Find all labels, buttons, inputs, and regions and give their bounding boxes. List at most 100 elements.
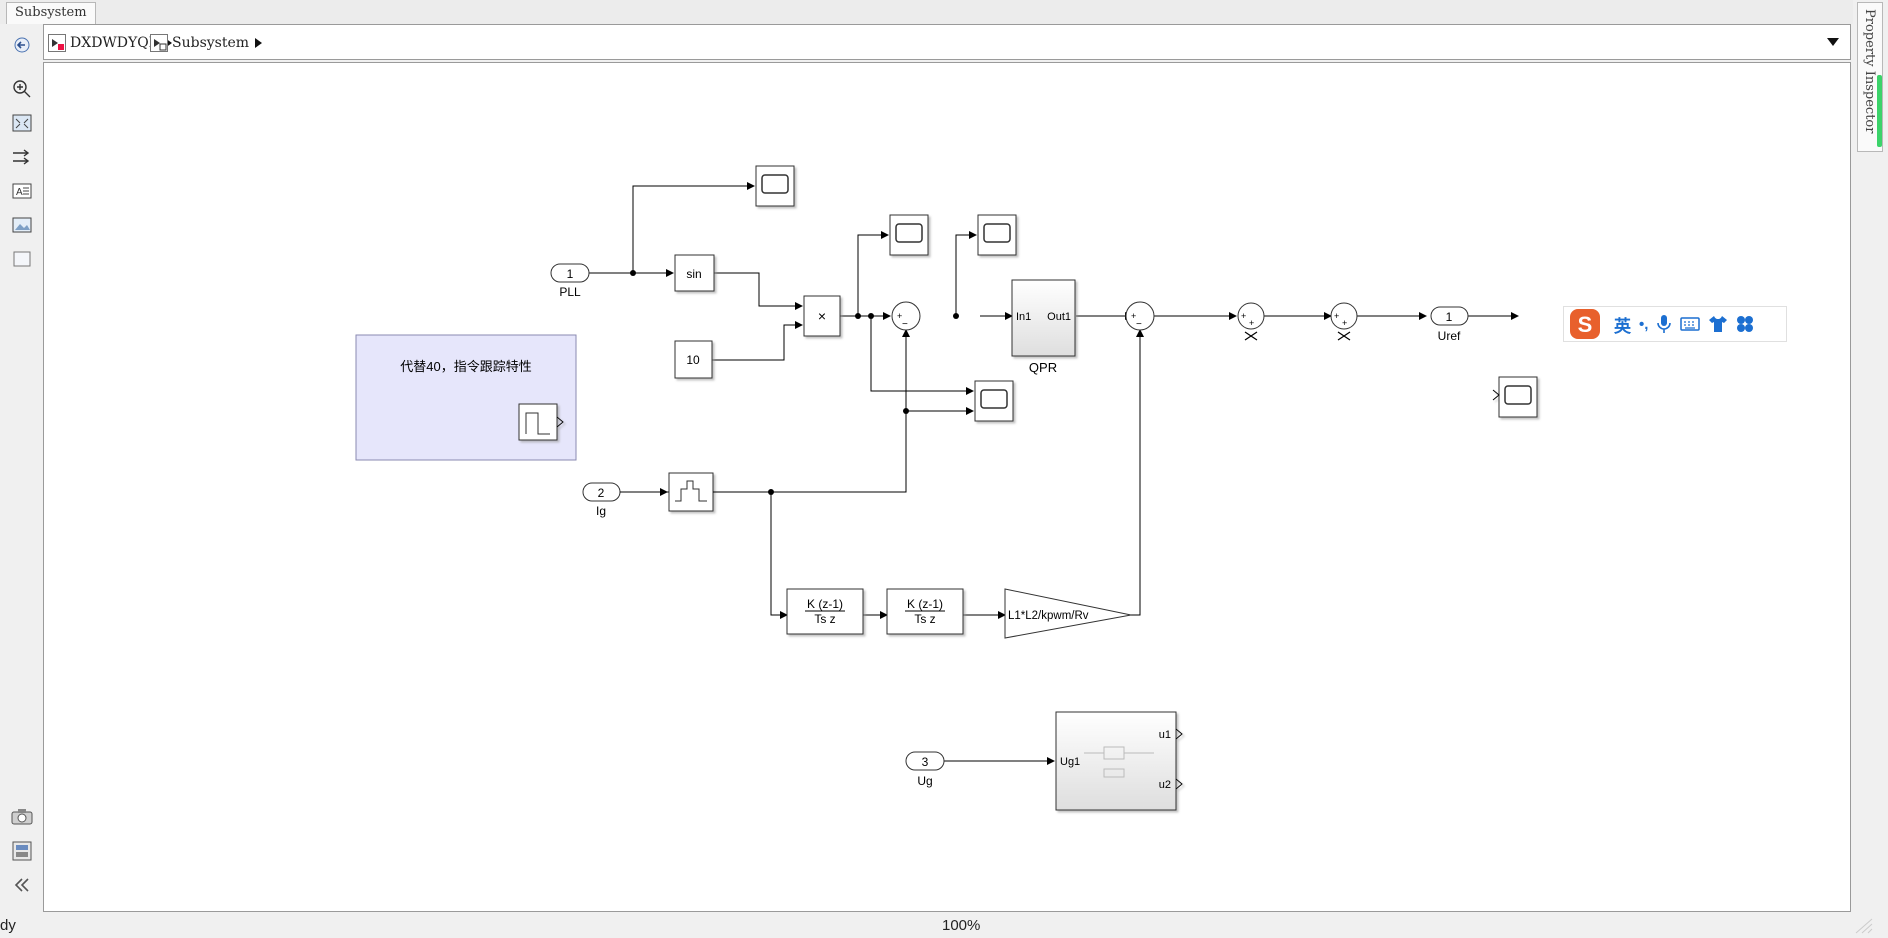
scope-block-2[interactable] xyxy=(889,214,929,256)
constant-value: 10 xyxy=(686,353,700,367)
zero-order-hold-block[interactable] xyxy=(668,472,714,512)
breadcrumb-label: DXDWDYQK xyxy=(70,35,160,51)
zoom-in-icon[interactable] xyxy=(9,76,35,102)
route-lines-icon[interactable] xyxy=(9,144,35,170)
annotation-icon[interactable]: A xyxy=(9,178,35,204)
inport-number: 1 xyxy=(567,267,574,281)
ime-punct[interactable]: •, xyxy=(1639,315,1649,333)
model-icon xyxy=(48,34,66,52)
inport-label: PLL xyxy=(559,285,581,299)
inport-ug[interactable]: 3 Ug xyxy=(905,751,945,788)
gain-block[interactable]: L1*L2/kpwm/Rv xyxy=(1004,588,1132,639)
gain-value: L1*L2/kpwm/Rv xyxy=(1008,610,1089,622)
product-symbol: × xyxy=(818,308,826,324)
sogou-logo-icon: S xyxy=(1570,309,1600,339)
tf-denominator: Ts z xyxy=(914,612,935,626)
ime-toolbar[interactable]: S 英 •, xyxy=(1563,306,1787,342)
microphone-icon[interactable] xyxy=(1656,314,1672,334)
model-canvas[interactable]: 代替40，指令跟踪特性 xyxy=(43,62,1851,912)
sum-sign: + xyxy=(1342,318,1347,328)
resize-grip-icon[interactable] xyxy=(1852,918,1874,934)
svg-text:A: A xyxy=(16,187,23,198)
qpr-out-label: Out1 xyxy=(1047,311,1071,323)
breadcrumb-item-model[interactable]: DXDWDYQK xyxy=(48,33,173,53)
inport-pll[interactable]: 1 PLL xyxy=(550,263,590,299)
tab-property-inspector[interactable]: Property Inspector xyxy=(1857,2,1883,152)
qpr-name: QPR xyxy=(1029,360,1057,375)
ime-language[interactable]: 英 xyxy=(1614,316,1631,336)
inport-number: 2 xyxy=(598,486,605,500)
block-diagram: 代替40，指令跟踪特性 xyxy=(355,165,1538,811)
scope-block-3[interactable] xyxy=(977,214,1017,256)
area-icon[interactable] xyxy=(9,246,35,272)
sum-sign: − xyxy=(1136,319,1142,330)
sin-label: sin xyxy=(686,267,701,281)
sum-sign: + xyxy=(1334,311,1339,321)
annotation-area[interactable]: 代替40，指令跟踪特性 xyxy=(355,334,577,461)
status-text: dy xyxy=(0,917,16,934)
indicator-bar xyxy=(1877,75,1882,147)
tf-numerator: K (z-1) xyxy=(807,597,843,611)
sin-block[interactable]: sin xyxy=(674,254,715,292)
tf-denominator: Ts z xyxy=(814,612,835,626)
scope-block-1[interactable] xyxy=(755,165,795,207)
camera-icon[interactable] xyxy=(9,804,35,830)
property-inspector-panel: Property Inspector xyxy=(1853,0,1888,938)
discrete-derivative-block-2[interactable]: K (z-1) Ts z xyxy=(886,588,964,635)
outport-label: Uref xyxy=(1438,329,1461,343)
svg-text:S: S xyxy=(1578,312,1593,337)
qpr-in-label: In1 xyxy=(1016,311,1031,323)
sum-sign: − xyxy=(902,319,908,330)
sum-sign: + xyxy=(1241,311,1246,321)
sub-out1-label: u1 xyxy=(1159,729,1171,741)
breadcrumb-label: Subsystem xyxy=(172,35,250,51)
annotation-text: 代替40，指令跟踪特性 xyxy=(400,359,531,374)
skin-icon[interactable] xyxy=(1708,315,1728,333)
sub-out2-label: u2 xyxy=(1159,779,1171,791)
fit-to-view-icon[interactable] xyxy=(9,110,35,136)
status-bar: dy 100% xyxy=(0,914,1888,938)
scope-block-floating[interactable] xyxy=(1492,376,1538,418)
outport-number: 1 xyxy=(1446,310,1453,324)
inport-ig[interactable]: 2 Ig xyxy=(582,482,621,518)
junction-dots xyxy=(630,270,959,495)
model-browser-icon[interactable] xyxy=(9,838,35,864)
constant-block[interactable]: 10 xyxy=(674,340,713,379)
tf-numerator: K (z-1) xyxy=(907,597,943,611)
step-source-block[interactable] xyxy=(518,403,564,441)
sum-block-1[interactable]: + − xyxy=(891,301,921,331)
sub-in-label: Ug1 xyxy=(1060,756,1080,768)
subsystem-icon xyxy=(150,34,168,52)
chevron-down-icon[interactable] xyxy=(1826,37,1840,47)
breadcrumb: DXDWDYQK Subsystem xyxy=(43,24,1851,60)
toolbox-icon[interactable] xyxy=(1736,315,1754,333)
sum-sign: + xyxy=(1131,311,1136,321)
qpr-subsystem-block[interactable]: In1 Out1 xyxy=(1011,279,1076,357)
signal-lines xyxy=(589,182,1519,765)
ug-subsystem-block[interactable]: Ug1 u1 u2 xyxy=(1055,711,1183,811)
inport-label: Ug xyxy=(917,774,932,788)
subsystem-preview xyxy=(1084,746,1154,778)
tab-bar: Subsystem xyxy=(0,0,1888,24)
chevron-right-icon xyxy=(255,38,263,48)
property-inspector-label: Property Inspector xyxy=(1862,9,1877,134)
tab-subsystem[interactable]: Subsystem xyxy=(6,2,96,24)
product-block[interactable]: × xyxy=(803,295,841,337)
inport-number: 3 xyxy=(922,755,929,769)
outport-uref[interactable]: 1 Uref xyxy=(1430,306,1469,343)
sum-block-3[interactable]: + + xyxy=(1237,302,1265,341)
collapse-icon[interactable] xyxy=(9,872,35,898)
keyboard-icon[interactable] xyxy=(1680,316,1701,332)
sum-block-4[interactable]: + + xyxy=(1330,302,1358,341)
discrete-derivative-block-1[interactable]: K (z-1) Ts z xyxy=(786,588,864,635)
left-toolbar: A xyxy=(0,24,43,914)
image-icon[interactable] xyxy=(9,212,35,238)
breadcrumb-item-subsystem[interactable]: Subsystem xyxy=(150,33,263,53)
inport-label: Ig xyxy=(596,504,606,518)
zoom-level: 100% xyxy=(942,917,981,934)
back-icon[interactable] xyxy=(9,32,35,58)
sum-sign: + xyxy=(1249,318,1254,328)
sum-sign: + xyxy=(897,311,902,321)
scope-block-4[interactable] xyxy=(974,380,1014,422)
sum-block-2[interactable]: + − xyxy=(1125,301,1155,331)
